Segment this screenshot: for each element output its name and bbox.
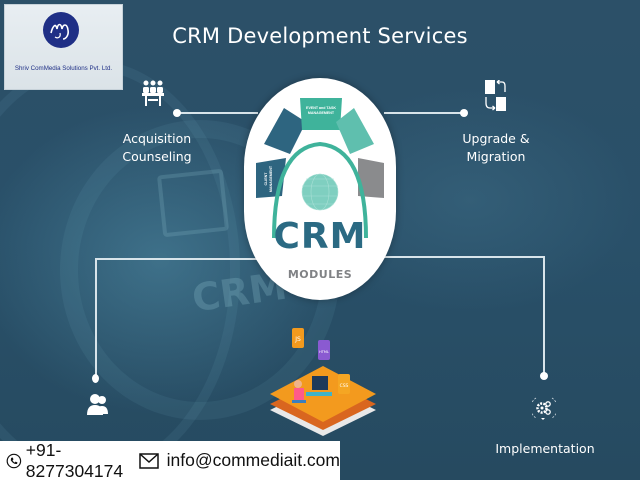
svg-text:CSS: CSS — [340, 383, 349, 389]
background-monitor-decoration — [156, 168, 230, 238]
crm-modules-diagram: EVENT and TASK MANAGEMENT CLIENT MANAGEM… — [244, 78, 396, 300]
svg-text:JS: JS — [294, 336, 301, 343]
swap-squares-icon — [485, 79, 507, 116]
phone-icon — [6, 453, 22, 468]
connector-line-right-bottom-v — [543, 256, 545, 376]
connector-line-left-top — [178, 112, 258, 114]
connector-line-right-top — [384, 112, 464, 114]
modules-subheading: MODULES — [287, 268, 353, 281]
cm-logo-icon — [43, 12, 79, 48]
svg-text:HTML: HTML — [319, 350, 329, 354]
service-implementation: Implementation — [495, 441, 595, 456]
segment-event-task-management: EVENT and TASK MANAGEMENT — [306, 106, 336, 115]
connector-dot — [92, 374, 99, 383]
crm-heading: CRM — [273, 216, 367, 257]
company-logo: Shriv ComMedia Solutions Pvt. Ltd. — [4, 4, 123, 90]
service-acquisition-counseling: Acquisition Counseling — [122, 131, 192, 164]
connector-line-right-bottom-h — [382, 256, 545, 258]
connector-line-left-bottom-h — [95, 258, 260, 260]
email-address: info@commediait.com — [166, 450, 340, 470]
service-upgrade-migration: Upgrade & Migration — [462, 131, 530, 164]
page-title: CRM Development Services — [172, 24, 468, 48]
segment-client-management: CLIENT MANAGEMENT — [264, 165, 273, 193]
connector-line-left-bottom-v — [95, 258, 97, 376]
connector-dot — [173, 109, 181, 117]
connector-dot — [460, 109, 468, 117]
contact-bar: +91-8277304174 info@commediait.com — [0, 440, 340, 480]
connector-dot — [540, 372, 548, 380]
contact-phone[interactable]: +91-8277304174 — [6, 440, 131, 480]
team-meeting-icon — [142, 80, 164, 112]
contact-email[interactable]: info@commediait.com — [138, 450, 340, 471]
envelope-icon — [138, 452, 159, 469]
users-icon — [86, 394, 110, 420]
developer-workstation-icon: JS HTML CSS — [268, 322, 378, 446]
company-name: Shriv ComMedia Solutions Pvt. Ltd. — [14, 65, 113, 72]
gears-icon — [530, 394, 558, 426]
phone-number: +91-8277304174 — [25, 439, 124, 480]
